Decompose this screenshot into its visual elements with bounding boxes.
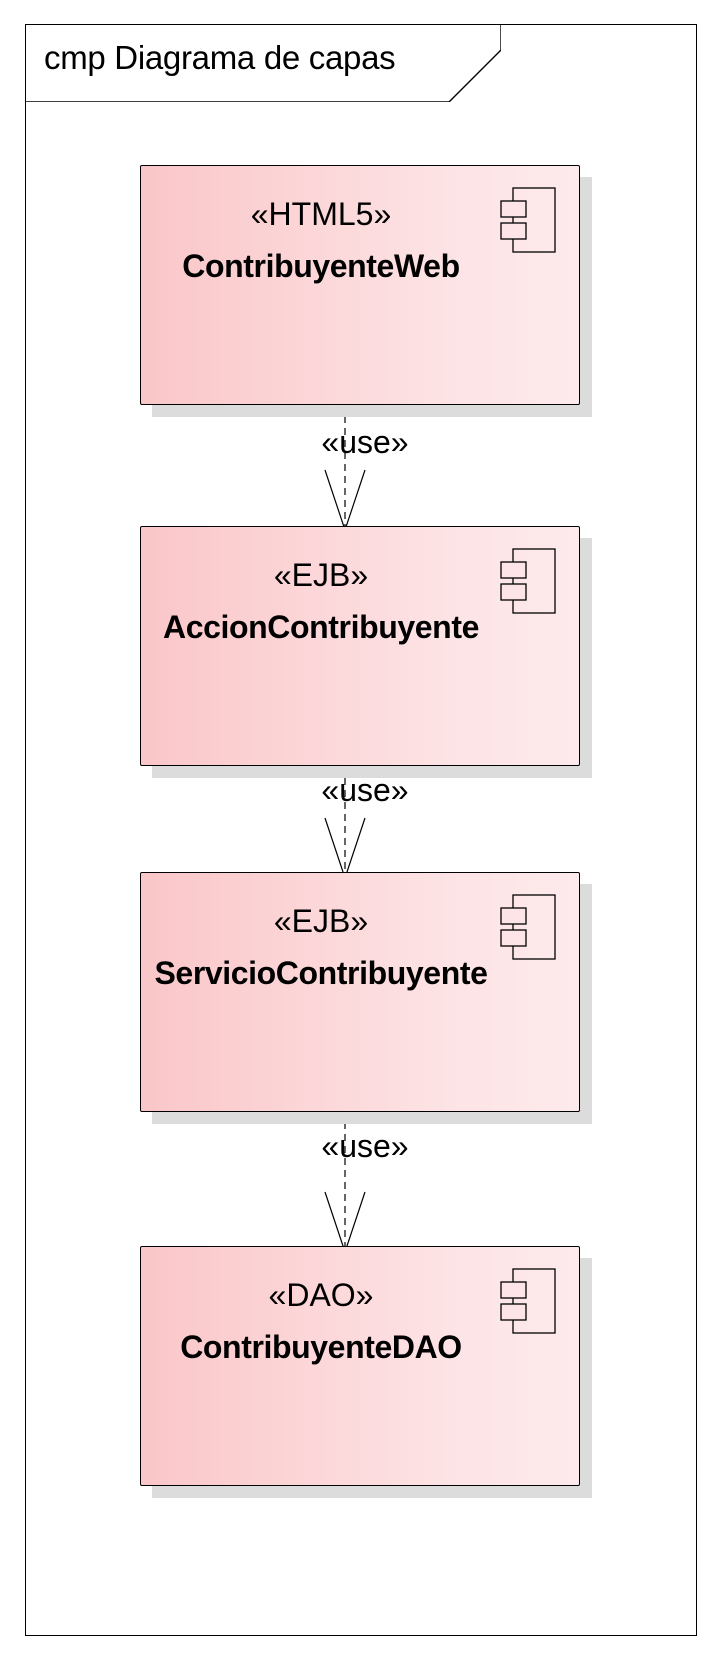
component-box: «HTML5» ContribuyenteWeb bbox=[140, 165, 580, 405]
dependency-label-3: «use» bbox=[321, 1128, 409, 1164]
dependency-label-1: «use» bbox=[321, 424, 409, 460]
component-name: AccionContribuyente bbox=[163, 609, 479, 645]
component-icon bbox=[500, 187, 556, 253]
component-box: «EJB» ServicioContribuyente bbox=[140, 872, 580, 1112]
component-stereotype: «EJB» bbox=[273, 557, 369, 593]
component-box: «EJB» AccionContribuyente bbox=[140, 526, 580, 766]
diagram-frame bbox=[25, 24, 697, 1636]
component-accion-contribuyente[interactable]: «EJB» AccionContribuyente bbox=[140, 526, 592, 778]
component-box: «DAO» ContribuyenteDAO bbox=[140, 1246, 580, 1486]
component-contribuyente-dao[interactable]: «DAO» ContribuyenteDAO bbox=[140, 1246, 592, 1498]
component-icon bbox=[500, 548, 556, 614]
component-stereotype: «EJB» bbox=[273, 903, 369, 939]
component-stereotype: «HTML5» bbox=[250, 196, 392, 232]
component-icon bbox=[500, 1268, 556, 1334]
component-contribuyente-web[interactable]: «HTML5» ContribuyenteWeb bbox=[140, 165, 592, 417]
diagram-title: cmp Diagrama de capas bbox=[44, 39, 396, 76]
component-servicio-contribuyente[interactable]: «EJB» ServicioContribuyente bbox=[140, 872, 592, 1124]
dependency-label-2: «use» bbox=[321, 772, 409, 808]
component-name: ContribuyenteWeb bbox=[182, 248, 460, 284]
component-name: ServicioContribuyente bbox=[154, 955, 488, 991]
component-name: ContribuyenteDAO bbox=[180, 1329, 462, 1365]
component-stereotype: «DAO» bbox=[268, 1277, 374, 1313]
component-icon bbox=[500, 894, 556, 960]
frame-title-tab bbox=[25, 24, 501, 102]
